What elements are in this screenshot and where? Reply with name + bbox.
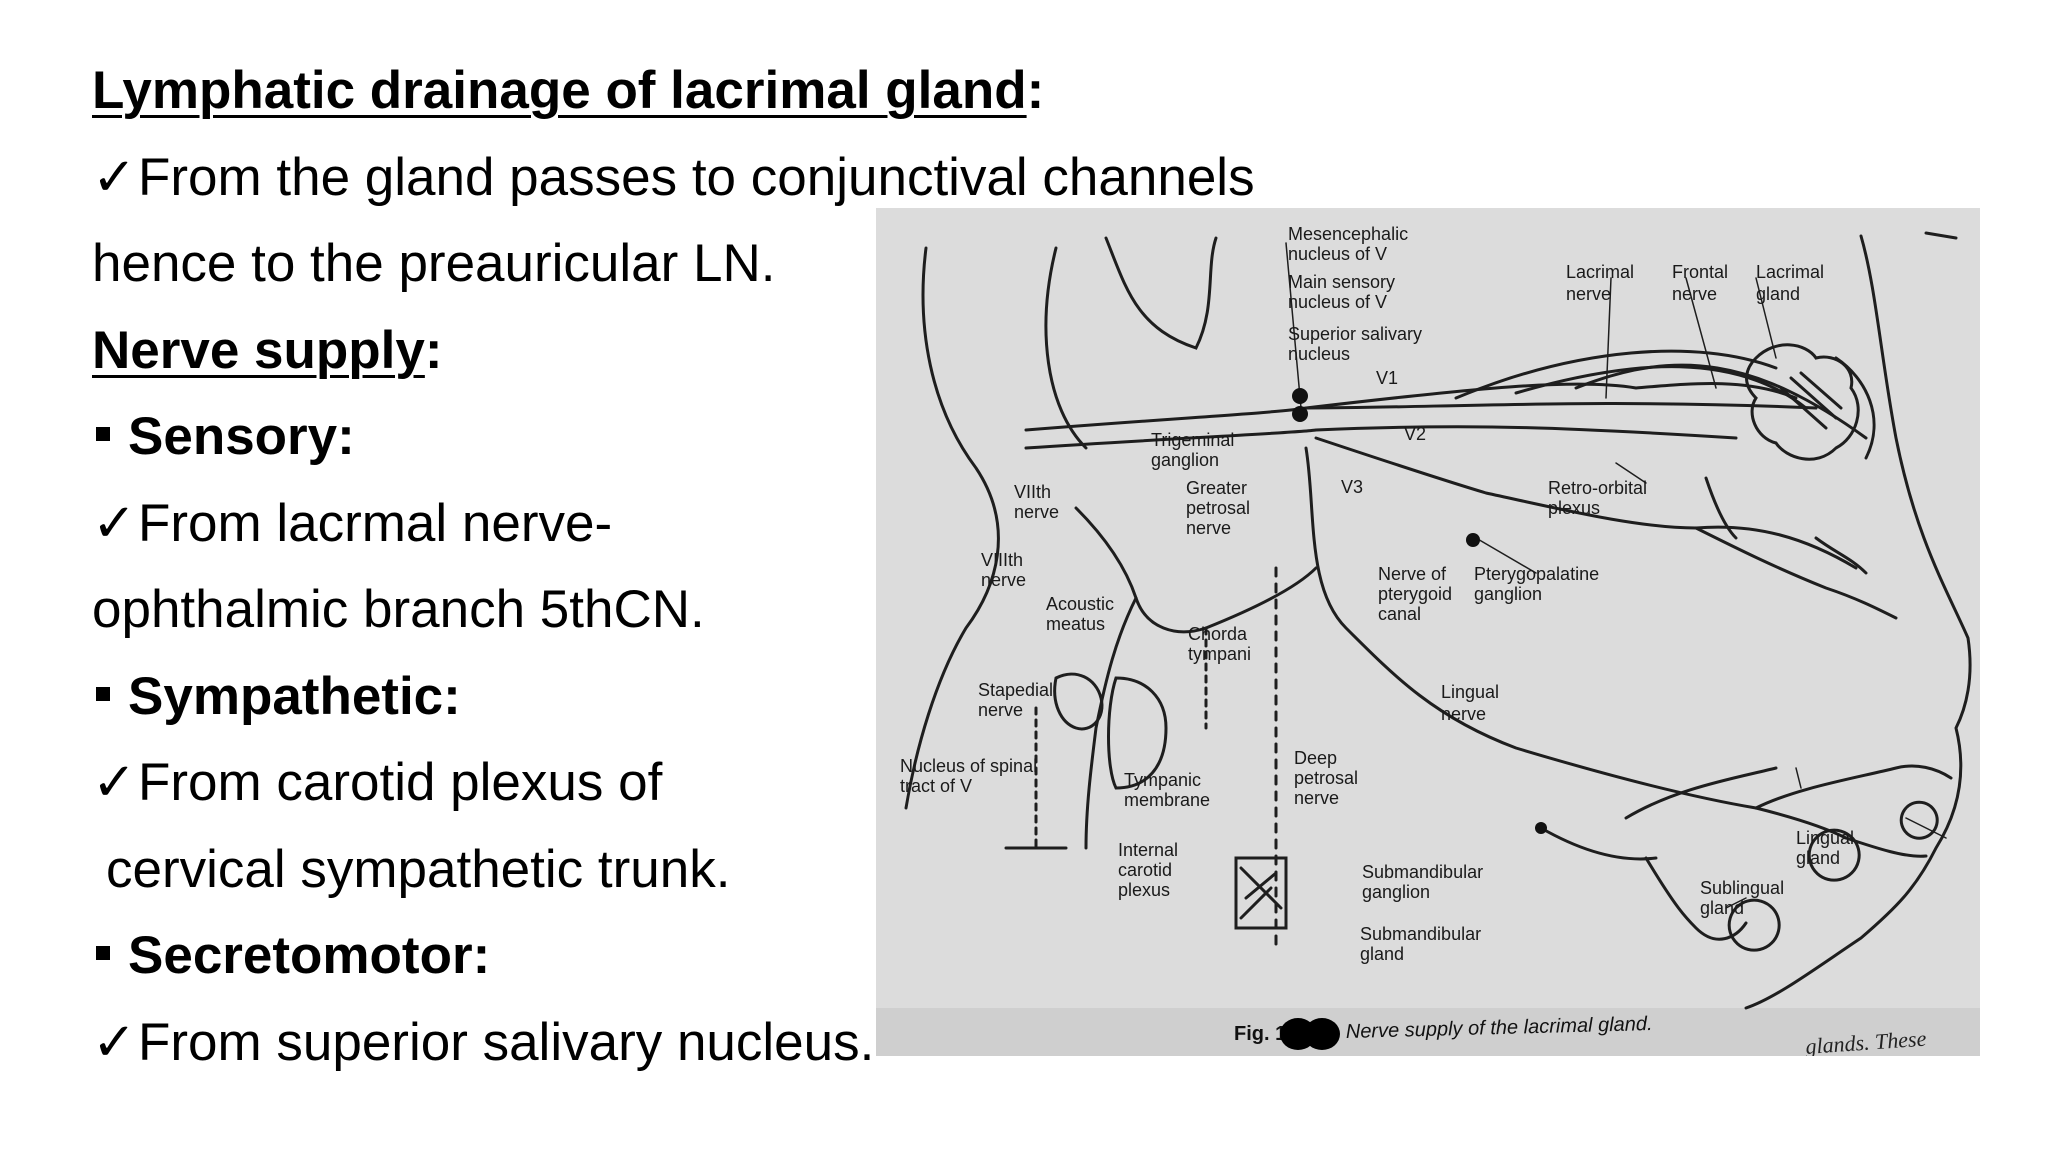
secreto-line-1: ✓From superior salivary nucleus.	[92, 1000, 1332, 1087]
check-icon: ✓	[92, 753, 137, 812]
svg-text:Nucleus of spinal: Nucleus of spinal	[900, 756, 1037, 776]
bullet-sympathetic: Sympathetic:	[92, 654, 1332, 741]
svg-text:Lacrimal: Lacrimal	[1756, 262, 1824, 282]
svg-text:pterygoid: pterygoid	[1378, 584, 1452, 604]
bullet-sensory: Sensory:	[92, 394, 1332, 481]
svg-text:nucleus of V: nucleus of V	[1288, 244, 1387, 264]
svg-text:Internal: Internal	[1118, 840, 1178, 860]
square-bullet-icon	[96, 427, 110, 441]
svg-text:nerve: nerve	[1441, 704, 1486, 724]
svg-text:nerve: nerve	[1294, 788, 1339, 808]
svg-text:carotid: carotid	[1118, 860, 1172, 880]
svg-text:Main sensory: Main sensory	[1288, 272, 1395, 292]
svg-text:Lacrimal: Lacrimal	[1566, 262, 1634, 282]
svg-text:Greater: Greater	[1186, 478, 1247, 498]
sensory-line-1: ✓From lacrmal nerve-	[92, 481, 1332, 568]
svg-text:Retro-orbital: Retro-orbital	[1548, 478, 1647, 498]
ganglion-dots	[1292, 388, 1547, 834]
svg-text:Deep: Deep	[1294, 748, 1337, 768]
svg-text:Mesencephalic: Mesencephalic	[1288, 224, 1408, 244]
svg-text:gland: gland	[1360, 944, 1404, 964]
svg-text:nerve: nerve	[978, 700, 1023, 720]
svg-text:Frontal: Frontal	[1672, 262, 1728, 282]
svg-text:ganglion: ganglion	[1474, 584, 1542, 604]
ink-blot-icon	[1304, 1018, 1340, 1050]
svg-text:nerve: nerve	[1566, 284, 1611, 304]
svg-text:Stapedial: Stapedial	[978, 680, 1053, 700]
square-bullet-icon	[96, 686, 110, 701]
svg-text:Sublingual: Sublingual	[1700, 878, 1784, 898]
check-icon: ✓	[92, 1012, 137, 1072]
svg-text:Fig. 1: Fig. 1	[1234, 1023, 1286, 1045]
diagram-labels: Mesencephalic nucleus of V Main sensory …	[900, 224, 1854, 964]
check-icon: ✓	[92, 493, 137, 553]
svg-text:Submandibular: Submandibular	[1360, 924, 1481, 944]
sensory-line-2: ophthalmic branch 5thCN.	[92, 580, 705, 639]
svg-text:ganglion: ganglion	[1151, 450, 1219, 470]
svg-text:meatus: meatus	[1046, 614, 1105, 634]
slide-text: Lymphatic drainage of lacrimal gland: ✓F…	[92, 48, 1332, 1086]
svg-text:V2: V2	[1404, 424, 1426, 444]
nerve-supply-figure: Mesencephalic nucleus of V Main sensory …	[876, 208, 1980, 1056]
lymph-line-2: hence to the preauricular LN.	[92, 234, 776, 293]
svg-text:membrane: membrane	[1124, 790, 1210, 810]
svg-text:V3: V3	[1341, 477, 1363, 497]
svg-text:VIIth: VIIth	[1014, 482, 1051, 502]
svg-text:petrosal: petrosal	[1186, 498, 1250, 518]
svg-text:Trigeminal: Trigeminal	[1151, 430, 1234, 450]
svg-text:VIIIth: VIIIth	[981, 550, 1023, 570]
svg-text:Lingual: Lingual	[1441, 682, 1499, 702]
diagram-svg: Mesencephalic nucleus of V Main sensory …	[876, 208, 1980, 1056]
svg-text:gland: gland	[1796, 848, 1840, 868]
svg-text:canal: canal	[1378, 604, 1421, 624]
heading-lymphatic: Lymphatic drainage of lacrimal gland:	[92, 61, 1045, 120]
svg-text:Lingual: Lingual	[1796, 828, 1854, 848]
check-icon: ✓	[92, 147, 137, 207]
svg-text:plexus: plexus	[1548, 498, 1600, 518]
heading-nerve-supply: Nerve supply:	[92, 320, 443, 380]
svg-text:nucleus: nucleus	[1288, 344, 1350, 364]
svg-text:V1: V1	[1376, 368, 1398, 388]
bullet-secretomotor: Secretomotor:	[92, 913, 1332, 1000]
svg-text:nerve: nerve	[1014, 502, 1059, 522]
svg-text:Tympanic: Tympanic	[1124, 770, 1201, 790]
symp-line-2: cervical sympathetic trunk.	[106, 839, 731, 899]
diagram-lines	[904, 231, 1972, 1010]
svg-text:Nerve of: Nerve of	[1378, 564, 1447, 584]
svg-text:nucleus of V: nucleus of V	[1288, 292, 1387, 312]
svg-text:Submandibular: Submandibular	[1362, 862, 1483, 882]
svg-text:Acoustic: Acoustic	[1046, 594, 1114, 614]
svg-text:petrosal: petrosal	[1294, 768, 1358, 788]
svg-text:nerve: nerve	[1186, 518, 1231, 538]
svg-text:Chorda: Chorda	[1188, 624, 1248, 644]
svg-text:Pterygopalatine: Pterygopalatine	[1474, 564, 1599, 584]
svg-text:tract of V: tract of V	[900, 776, 972, 796]
svg-text:plexus: plexus	[1118, 880, 1170, 900]
svg-text:gland: gland	[1756, 284, 1800, 304]
square-bullet-icon	[96, 946, 110, 960]
svg-text:gland: gland	[1700, 898, 1744, 918]
svg-text:tympani: tympani	[1188, 644, 1251, 664]
lymph-line-1: ✓From the gland passes to conjunctival c…	[92, 135, 1332, 222]
symp-line-1: ✓From carotid plexus of	[92, 740, 1332, 827]
svg-text:Superior salivary: Superior salivary	[1288, 324, 1422, 344]
svg-text:ganglion: ganglion	[1362, 882, 1430, 902]
svg-text:nerve: nerve	[981, 570, 1026, 590]
svg-text:nerve: nerve	[1672, 284, 1717, 304]
